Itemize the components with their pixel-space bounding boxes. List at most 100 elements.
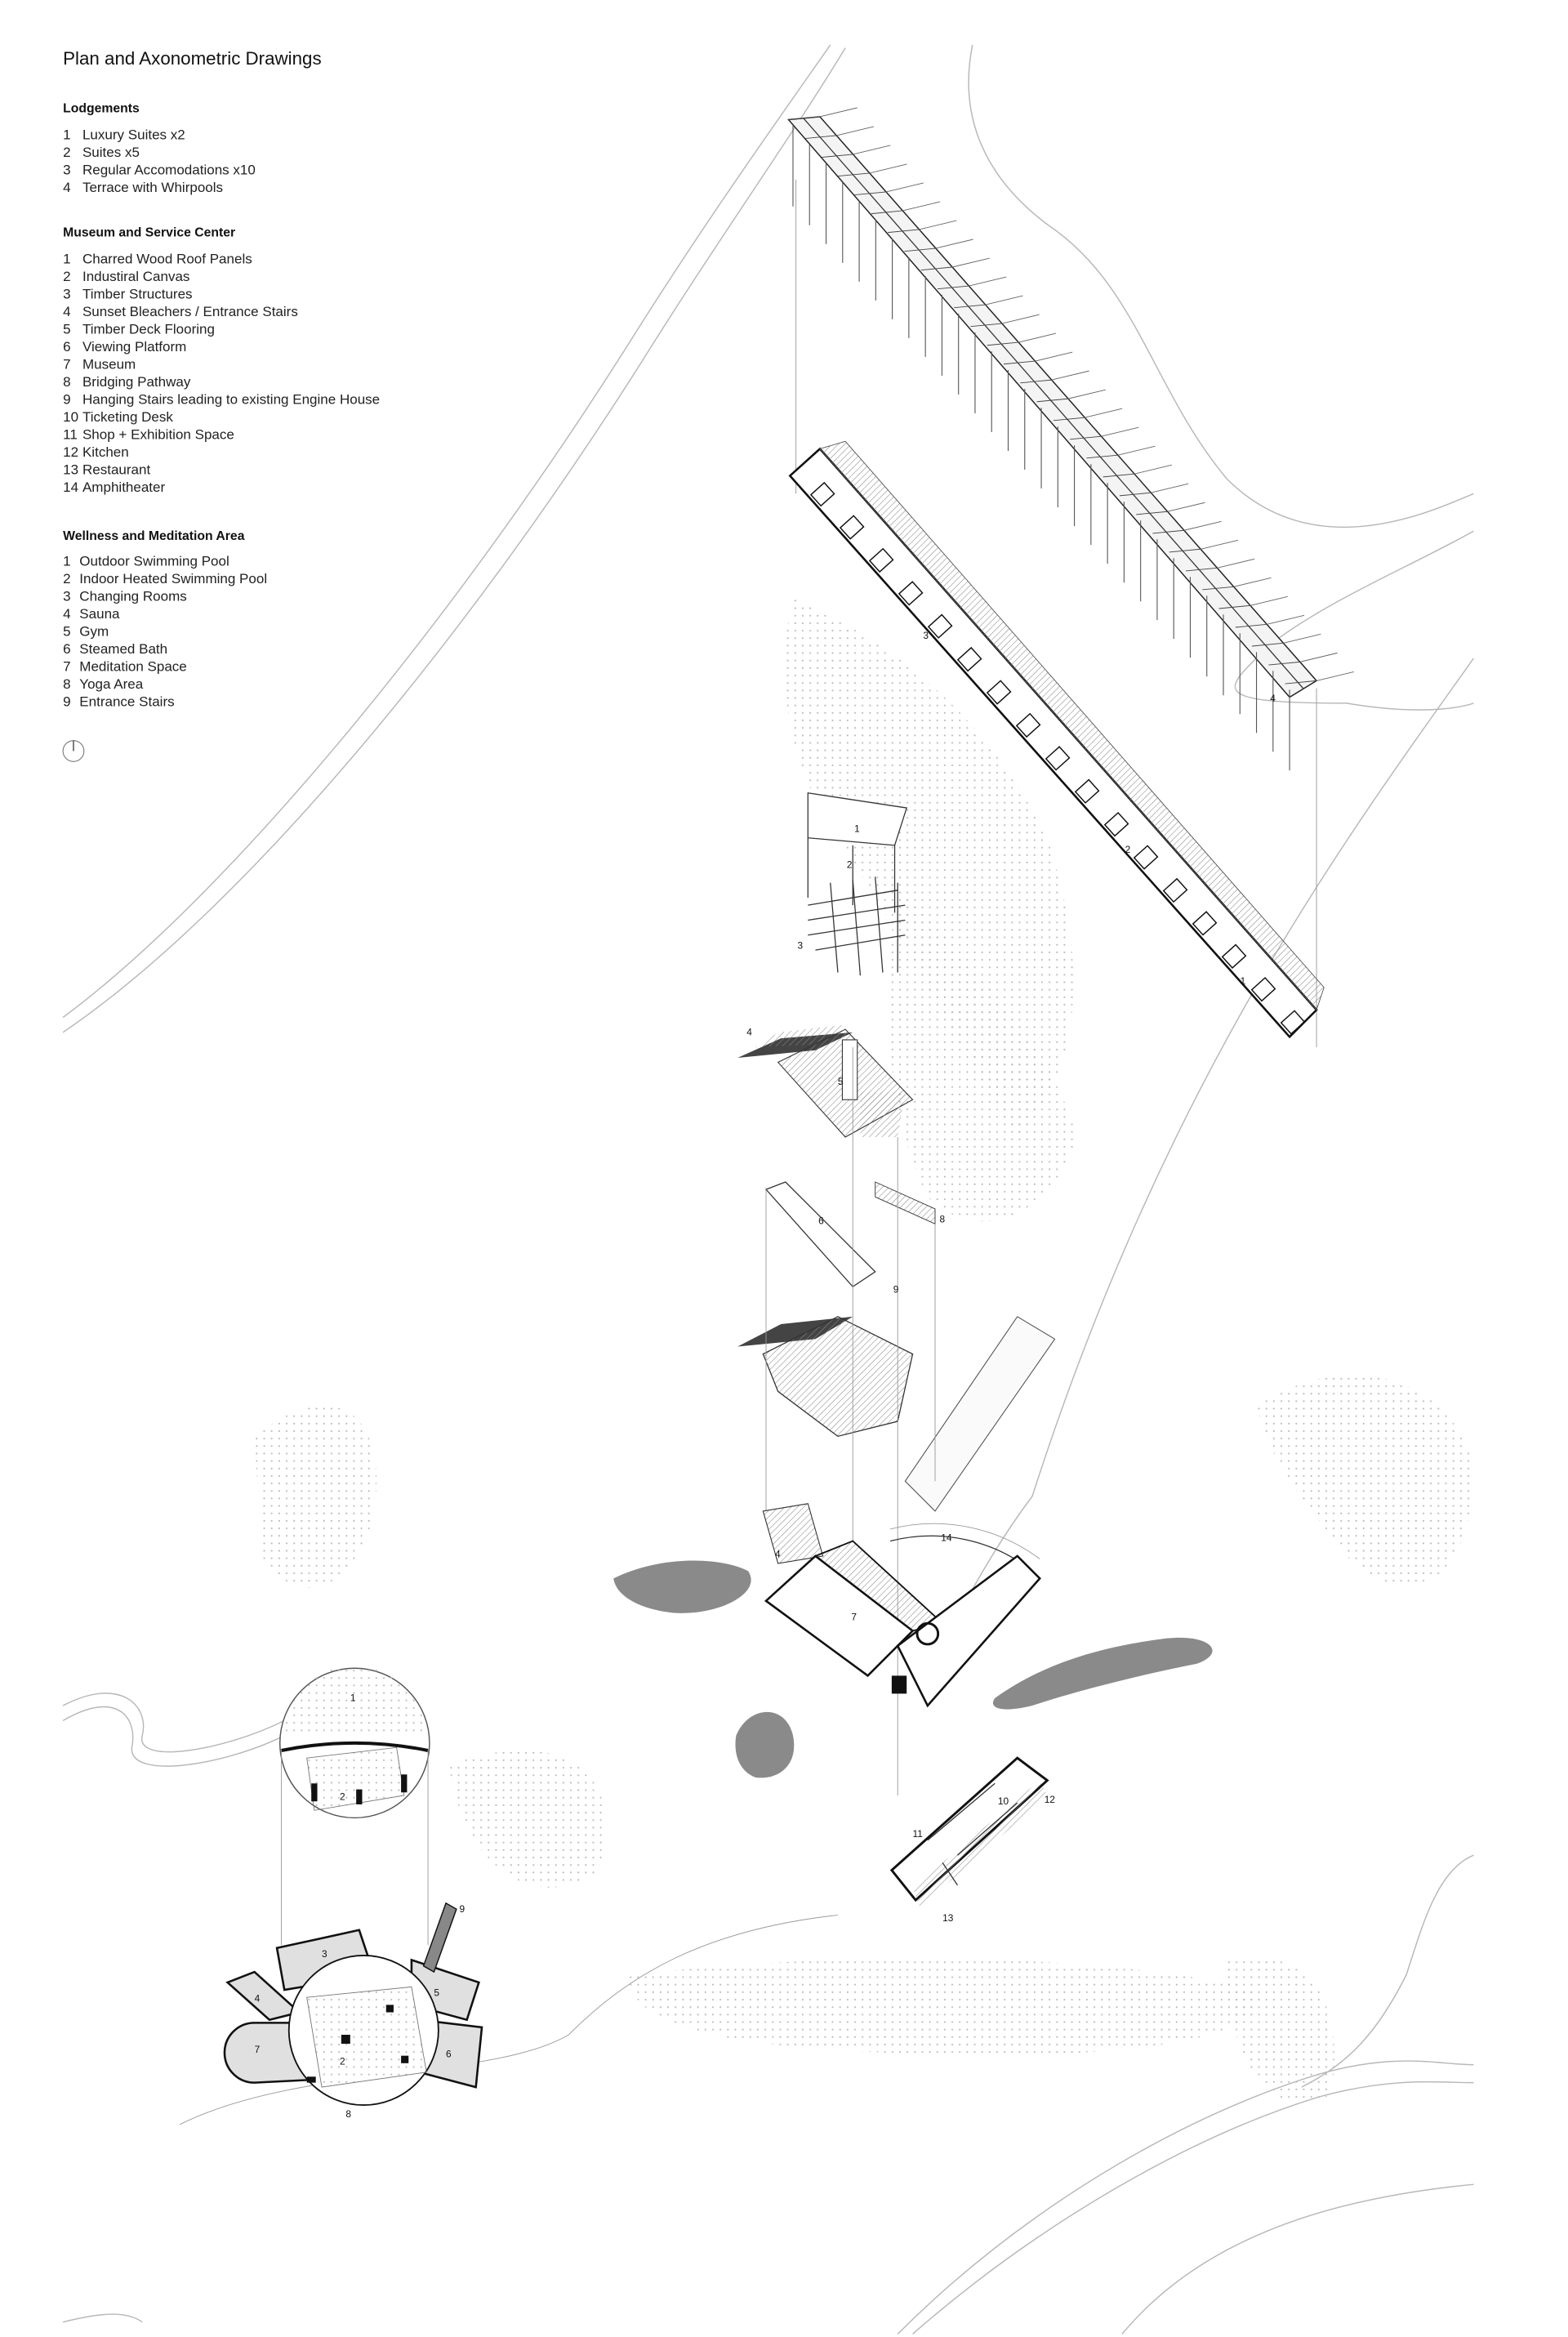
drawing-label: 8 [939, 1213, 945, 1224]
drawing-label: 5 [434, 1987, 439, 1998]
legend-item-label: Terrace with Whirpools [82, 180, 223, 195]
legend-item-number: 7 [63, 356, 70, 372]
sheet-title: Plan and Axonometric Drawings [63, 48, 321, 69]
legend-item-label: Gym [79, 623, 109, 639]
legend-item-number: 9 [63, 392, 70, 408]
legend-item-label: Industiral Canvas [82, 269, 189, 284]
legend-item-number: 14 [63, 479, 78, 495]
drawing-label: 1 [350, 1693, 356, 1704]
legend-heading: Wellness and Meditation Area [63, 529, 245, 543]
legend-item-label: Entrance Stairs [79, 694, 174, 710]
legend-item-label: Amphitheater [82, 479, 166, 495]
lodgement-plan [788, 440, 1325, 1039]
legend-item-number: 1 [63, 553, 70, 569]
drawing-label: 4 [775, 1549, 781, 1560]
legend-item-label: Viewing Platform [82, 339, 186, 355]
legend-item-number: 8 [63, 676, 70, 692]
drawing-label: 3 [923, 630, 929, 641]
legend-item-label: Luxury Suites x2 [82, 127, 185, 142]
legend-item-label: Sauna [79, 606, 120, 622]
drawing-label: 7 [851, 1612, 857, 1623]
vegetation-stipple [254, 598, 1474, 2103]
site-roads [62, 44, 1474, 2335]
legend-item-label: Hanging Stairs leading to existing Engin… [82, 392, 380, 408]
legend-item-label: Timber Deck Flooring [82, 321, 215, 337]
drawing-label: 2 [340, 2056, 345, 2067]
drawing-label: 5 [838, 1076, 844, 1087]
drawing-label: 13 [942, 1912, 954, 1924]
water-bodies [613, 1560, 1213, 1778]
drawing-label: 1 [854, 823, 860, 834]
drawing-label: 4 [255, 1993, 261, 2005]
timber-structure-grid [808, 876, 906, 976]
legend-item-label: Restaurant [82, 462, 151, 478]
legend-item-label: Charred Wood Roof Panels [82, 251, 252, 266]
legend-item: 7 Museum [63, 356, 136, 372]
legend-item-label: Suites x5 [82, 145, 140, 160]
north-arrow-icon [62, 740, 85, 762]
legend-item-label: Outdoor Swimming Pool [79, 553, 229, 569]
legend-item-number: 6 [63, 339, 70, 355]
drawing-label: 2 [847, 859, 853, 870]
drawing-label: 8 [345, 2108, 351, 2120]
drawing-label: 1 [1241, 975, 1246, 987]
drawing-label: 3 [322, 1948, 327, 1960]
legend-item-number: 6 [63, 641, 70, 657]
legend-item-number: 5 [63, 321, 70, 337]
drawing-label: 4 [746, 1026, 752, 1037]
drawing-label: 6 [446, 2048, 452, 2059]
lodgement-roof-axonometric [787, 107, 1354, 1048]
drawing-label: 6 [818, 1215, 824, 1226]
legend-item-number: 2 [63, 145, 70, 160]
museum-ground-plan [762, 1503, 1041, 1708]
legend-item-number: 2 [63, 269, 70, 284]
wellness-upper-pool-plan [279, 1665, 430, 1946]
legend-item-label: Meditation Space [79, 658, 186, 674]
legend-item-label: Ticketing Desk [82, 409, 173, 425]
legend-item: 5 Timber Deck Flooring [63, 321, 215, 337]
restaurant-plan [889, 1756, 1049, 1908]
legend-item-label: Indoor Heated Swimming Pool [79, 571, 267, 586]
drawing-label: 12 [1045, 1794, 1056, 1805]
legend-item-label: Sunset Bleachers / Entrance Stairs [82, 304, 298, 319]
legend-item-label: Shop + Exhibition Space [82, 427, 234, 443]
drawing-label: 4 [1270, 693, 1276, 704]
legend-item-number: 8 [63, 374, 70, 390]
legend-item-number: 3 [63, 588, 70, 604]
legend-item: 9 Hanging Stairs leading to existing Engi… [63, 392, 380, 408]
legend-item-number: 11 [63, 427, 78, 443]
legend-item-label: Museum [82, 356, 136, 372]
legend-item-number: 4 [63, 180, 70, 195]
drawing-label: 9 [893, 1284, 899, 1296]
drawing-label: 2 [1125, 844, 1131, 855]
legend-item-number: 1 [63, 251, 70, 266]
drawing-label: 3 [797, 939, 803, 951]
drawing-label: 2 [340, 1791, 345, 1802]
legend-item-number: 3 [63, 162, 70, 177]
legend-item: 2 Industiral Canvas [63, 269, 189, 284]
museum-exploded-axonometric [737, 792, 1056, 1795]
legend-item-number: 7 [63, 658, 70, 674]
legend-item-label: Bridging Pathway [82, 374, 191, 390]
legend-item: 2 Suites x5 [63, 145, 140, 160]
legend-item: 2 Indoor Heated Swimming Pool [63, 571, 267, 586]
legend-item: 6 Viewing Platform [63, 339, 186, 355]
legend-item-label: Kitchen [82, 444, 129, 460]
legend-item-number: 2 [63, 571, 70, 586]
